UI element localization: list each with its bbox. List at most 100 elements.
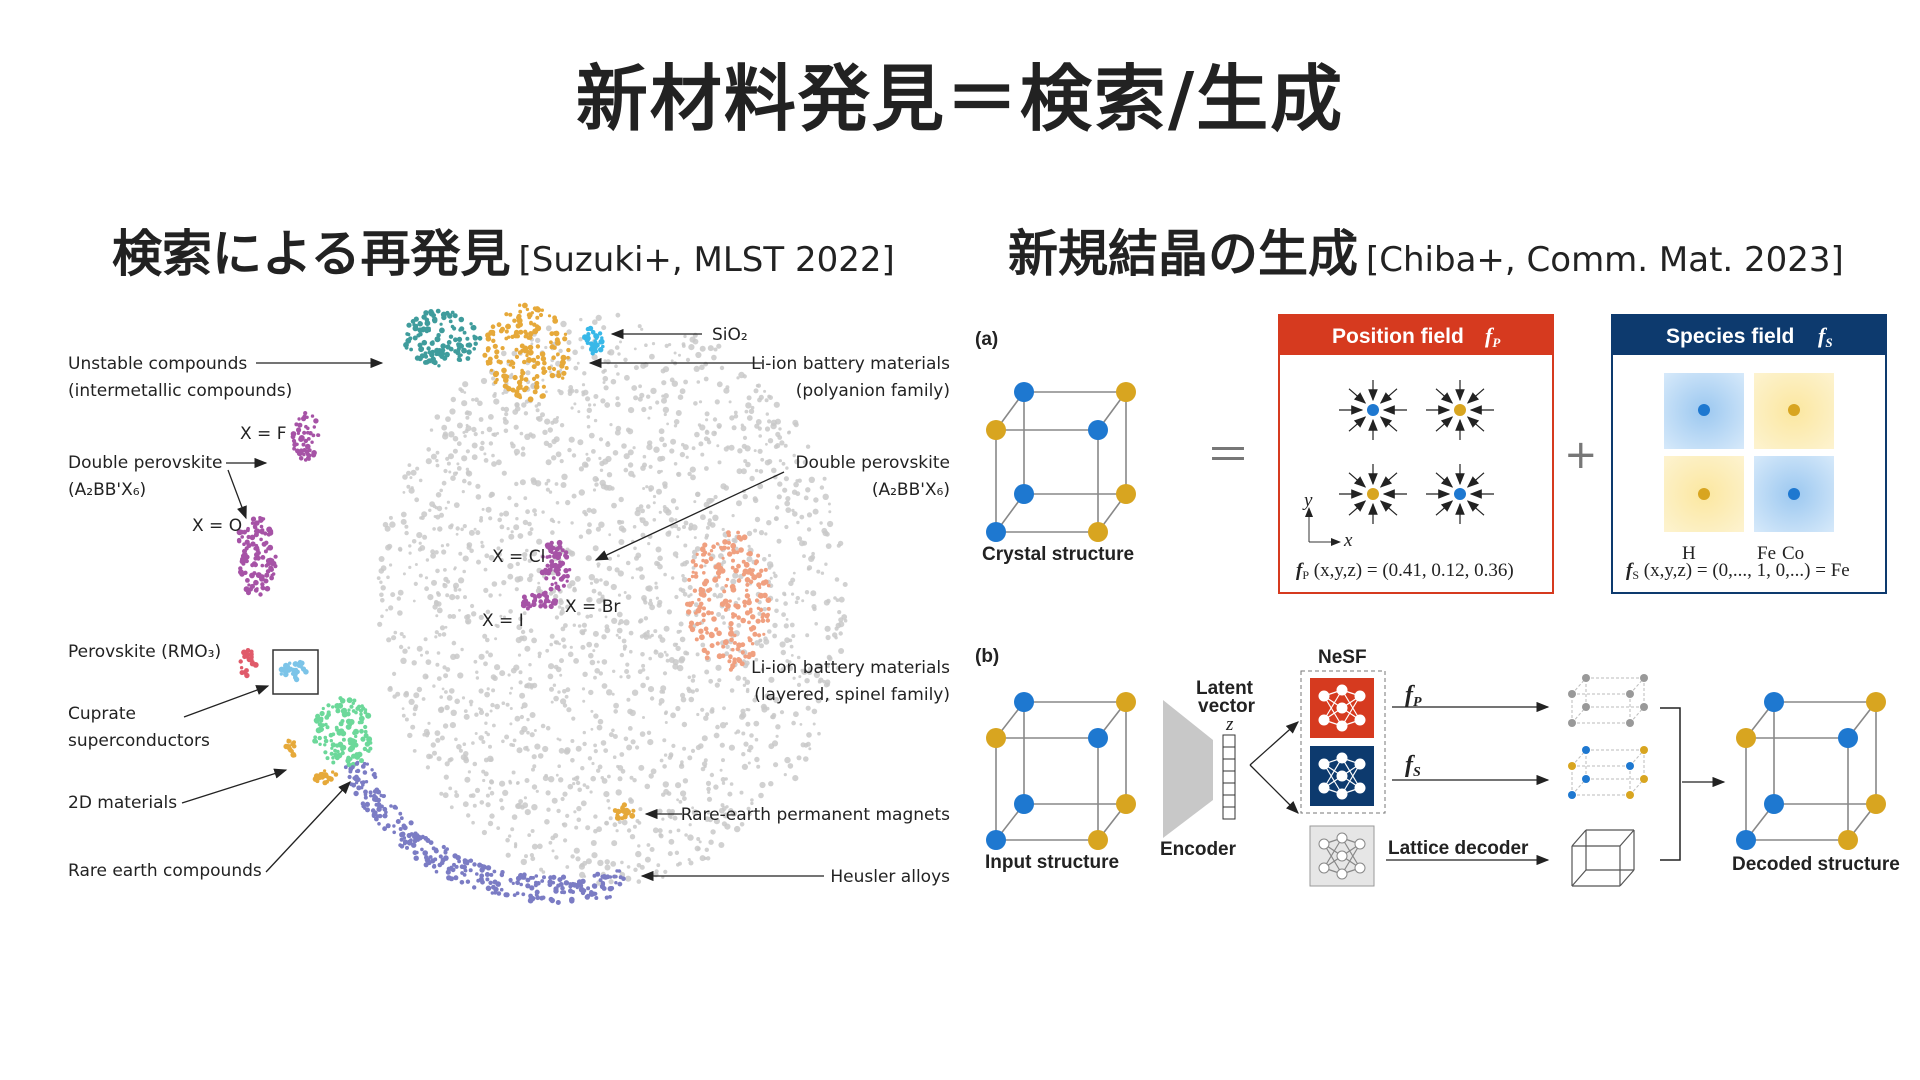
gray-point (448, 470, 452, 474)
gray-point (734, 731, 738, 735)
cluster-liion-polyanion (494, 349, 500, 355)
gray-point (521, 402, 527, 408)
gray-point (567, 391, 573, 397)
cluster-liion-polyanion (496, 322, 502, 328)
gray-point (449, 722, 456, 729)
cluster-liion-layered (758, 585, 762, 590)
gray-point (685, 455, 689, 459)
gray-point (640, 508, 645, 514)
gray-point (443, 468, 448, 474)
gray-point (712, 417, 718, 422)
cluster-heusler (378, 813, 383, 819)
gray-point (462, 478, 467, 484)
cluster-heusler (413, 855, 419, 861)
gray-point (741, 443, 747, 449)
gray-point (762, 607, 767, 612)
gray-point (799, 540, 805, 547)
gray-point (683, 543, 688, 548)
cluster-sio2 (601, 344, 605, 349)
label-polyanion-family: (polyanion family) (796, 381, 950, 401)
gray-point (568, 436, 575, 443)
cluster-liion-layered (738, 547, 744, 553)
gray-point (743, 741, 749, 747)
gray-point (670, 438, 677, 445)
gray-point (429, 428, 434, 432)
gray-point (629, 649, 633, 654)
gray-point (382, 521, 389, 528)
gray-point (747, 748, 751, 753)
gray-point (766, 458, 773, 465)
gray-point (641, 663, 646, 668)
gray-point (676, 526, 681, 532)
gray-point (745, 721, 751, 727)
cluster-liion-polyanion (535, 355, 541, 360)
cluster-x-cl (544, 542, 551, 549)
gray-point (488, 441, 494, 446)
encoder-trapezoid (1163, 700, 1213, 838)
cluster-heusler (377, 822, 381, 826)
gray-point (525, 745, 529, 749)
gray-point (593, 403, 596, 407)
gray-point (430, 552, 436, 559)
gray-point (616, 764, 620, 769)
gray-point (639, 517, 643, 521)
gray-point (729, 782, 734, 786)
gray-point (695, 491, 701, 497)
gray-point (450, 523, 454, 527)
cluster-heusler (539, 895, 545, 901)
cluster-x-cl (550, 582, 554, 587)
gray-point (687, 755, 693, 761)
gray-point (610, 486, 615, 491)
cluster-liion-layered (741, 572, 747, 577)
cluster-liion-layered (694, 637, 699, 642)
gray-point (565, 687, 571, 693)
gray-point (699, 855, 706, 862)
cluster-heusler (608, 895, 612, 899)
cluster-liion-layered (752, 631, 758, 637)
gray-point (784, 637, 790, 644)
gray-point (775, 505, 780, 510)
gray-point (794, 600, 799, 604)
gray-point (757, 426, 762, 431)
cluster-unstable (473, 341, 478, 346)
gray-point (577, 410, 581, 414)
gray-point (805, 487, 811, 493)
gray-point (647, 440, 653, 446)
gray-point (388, 605, 394, 611)
gray-point (444, 625, 448, 629)
cluster-x-cl (547, 567, 553, 573)
gray-point (617, 593, 622, 597)
gray-point (455, 595, 460, 600)
gray-point (619, 675, 623, 679)
gray-point (455, 532, 459, 536)
gray-point (483, 458, 489, 463)
cluster-x-o (259, 537, 263, 542)
gray-point (504, 412, 509, 417)
gray-point (502, 789, 509, 797)
cluster-x-o (264, 585, 271, 592)
arrow-dp-left-o (227, 469, 247, 520)
net-node (1318, 758, 1330, 770)
gray-point (536, 538, 543, 545)
gray-point (558, 348, 563, 354)
gray-point (437, 526, 443, 532)
gray-point (465, 423, 469, 427)
cluster-liion-polyanion (500, 346, 505, 351)
gray-point (734, 825, 741, 833)
cluster-heusler (547, 882, 553, 888)
gray-point (807, 669, 813, 676)
cluster-liion-polyanion (527, 396, 534, 403)
lattice-decoder-label: Lattice decoder (1388, 838, 1529, 859)
gray-point (521, 702, 528, 709)
cluster-unstable (441, 349, 445, 353)
gray-point (586, 507, 592, 513)
cluster-2d (323, 738, 329, 744)
gray-point (518, 616, 523, 621)
gray-point (657, 555, 663, 562)
gray-point (448, 431, 455, 438)
gray-point (705, 429, 709, 433)
gray-point (484, 712, 490, 717)
gray-point (692, 338, 699, 345)
gray-point (714, 682, 720, 688)
gray-point (650, 768, 657, 775)
